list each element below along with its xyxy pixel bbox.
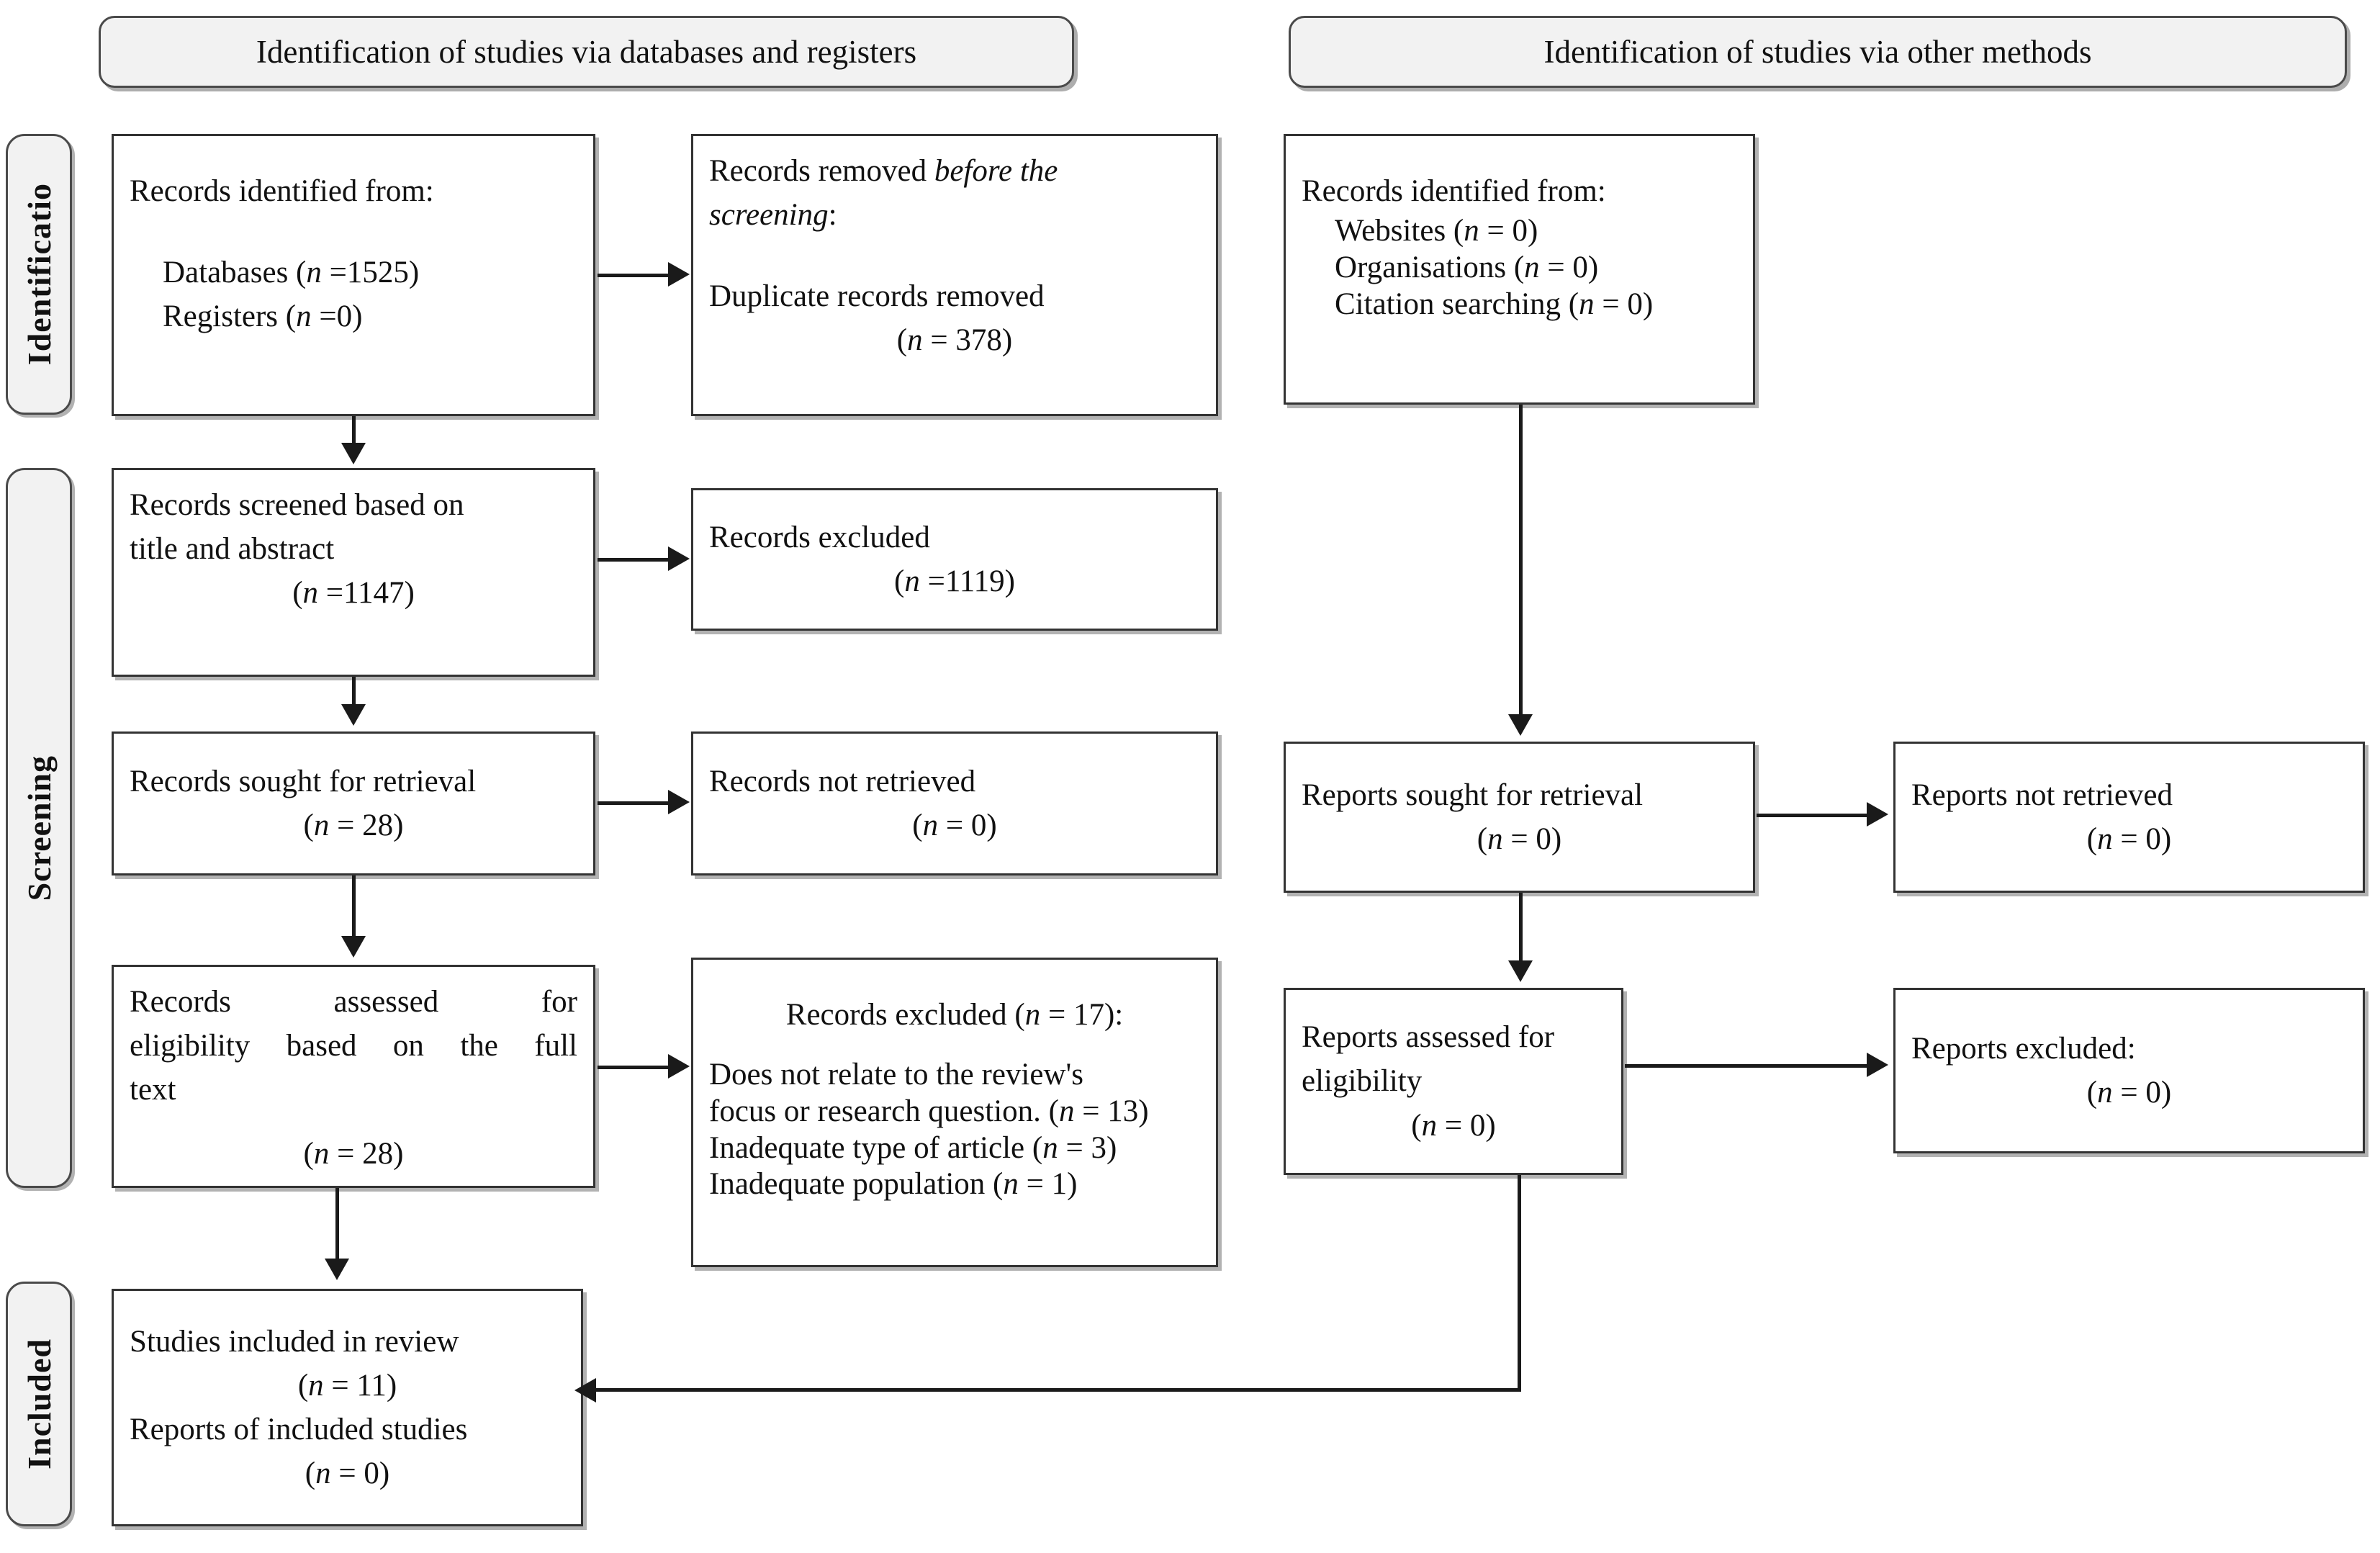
- phase-label-included: Included: [20, 1338, 58, 1469]
- duplicate-records-removed-count: (n = 378): [896, 323, 1013, 358]
- records-assessed-line3: text: [130, 1073, 176, 1107]
- records-removed-title-cont: screening:: [709, 198, 837, 233]
- reports-excluded-count: (n = 0): [2086, 1076, 2172, 1109]
- arrowhead-reports-sought-to-assessed: [1508, 960, 1533, 982]
- connector-sought-to-assessed: [352, 875, 356, 937]
- records-assessed-line2: eligibility based on the full: [130, 1029, 577, 1063]
- records-identified-registers: Registers (n =0): [163, 300, 363, 334]
- connector-identified-to-screened: [352, 416, 356, 446]
- reports-not-retrieved-label: Reports not retrieved: [1911, 778, 2173, 812]
- arrowhead-sought-to-not-retrieved: [668, 790, 690, 814]
- records-excluded-reason-3: Inadequate population (n = 1): [709, 1167, 1078, 1202]
- records-identified-databases: Databases (n =1525): [163, 256, 420, 290]
- arrowhead-identified-to-removed: [668, 262, 690, 287]
- box-records-assessed-eligibility: Records assessed for eligibility based o…: [112, 965, 595, 1188]
- studies-included-line2: Reports of included studies: [130, 1413, 468, 1446]
- arrowhead-screened-to-excluded: [668, 546, 690, 571]
- duplicate-records-removed-label: Duplicate records removed: [709, 279, 1045, 314]
- phase-pill-identification: Identificatio: [6, 134, 72, 415]
- banner-databases-label: Identification of studies via databases …: [256, 34, 917, 70]
- connector-reports-assessed-to-excluded: [1625, 1064, 1868, 1068]
- connector-reports-sought-to-assessed: [1519, 893, 1523, 962]
- records-identified-other-citation: Citation searching (n = 0): [1335, 287, 1654, 321]
- box-records-removed-before-screening: Records removed before the screening: Du…: [691, 134, 1218, 416]
- connector-other-identified-to-reports-sought: [1519, 405, 1523, 716]
- records-screened-line2: title and abstract: [130, 532, 335, 567]
- connector-sought-to-not-retrieved: [598, 801, 670, 805]
- arrowhead-elbow-to-included: [574, 1378, 596, 1403]
- records-excluded-reason-2: Inadequate type of article (n = 3): [709, 1130, 1117, 1165]
- connector-assessed-to-excluded-full: [598, 1066, 670, 1069]
- arrowhead-reports-sought-to-not-retrieved: [1867, 802, 1888, 827]
- records-not-retrieved-label: Records not retrieved: [709, 764, 976, 798]
- records-screened-line1: Records screened based on: [130, 488, 464, 522]
- records-identified-other-title: Records identified from:: [1302, 174, 1606, 208]
- reports-assessed-line2: eligibility: [1302, 1064, 1423, 1099]
- box-reports-sought-for-retrieval: Reports sought for retrieval (n = 0): [1284, 742, 1755, 893]
- records-identified-other-websites: Websites (n = 0): [1335, 214, 1538, 248]
- arrowhead-other-identified-to-reports-sought: [1508, 714, 1533, 736]
- box-reports-excluded: Reports excluded: (n = 0): [1893, 988, 2365, 1153]
- records-assessed-line1: Records assessed for: [130, 985, 577, 1019]
- reports-sought-count: (n = 0): [1477, 822, 1562, 856]
- arrowhead-sought-to-assessed: [341, 936, 366, 958]
- connector-reports-assessed-elbow-horizontal: [596, 1388, 1521, 1392]
- phase-label-identification: Identificatio: [20, 183, 58, 366]
- reports-excluded-label: Reports excluded:: [1911, 1031, 2136, 1066]
- connector-reports-assessed-elbow-vertical: [1518, 1175, 1521, 1391]
- records-removed-title: Records removed before the: [709, 154, 1058, 188]
- records-excluded-reason-1: focus or research question. (n = 13): [709, 1094, 1149, 1128]
- records-identified-title: Records identified from:: [130, 174, 434, 208]
- studies-included-count1: (n = 11): [297, 1368, 397, 1403]
- arrowhead-screened-to-sought: [341, 704, 366, 726]
- box-reports-not-retrieved: Reports not retrieved (n = 0): [1893, 742, 2365, 893]
- arrowhead-identified-to-screened: [341, 443, 366, 464]
- reports-assessed-line1: Reports assessed for: [1302, 1020, 1555, 1055]
- records-excluded-screening-label: Records excluded: [709, 520, 930, 554]
- banner-databases-registers: Identification of studies via databases …: [99, 16, 1074, 88]
- box-records-excluded-full-text: Records excluded (n = 17): Does not rela…: [691, 958, 1218, 1267]
- box-records-not-retrieved: Records not retrieved (n = 0): [691, 732, 1218, 875]
- arrowhead-reports-assessed-to-excluded: [1867, 1053, 1888, 1077]
- records-sought-count: (n = 28): [303, 809, 404, 842]
- box-records-identified-from: Records identified from: Databases (n =1…: [112, 134, 595, 416]
- studies-included-count2: (n = 0): [305, 1457, 390, 1491]
- box-records-sought-for-retrieval: Records sought for retrieval (n = 28): [112, 732, 595, 875]
- box-records-identified-other-methods: Records identified from: Websites (n = 0…: [1284, 134, 1755, 405]
- records-identified-other-organisations: Organisations (n = 0): [1335, 250, 1599, 284]
- phase-pill-screening: Screening: [6, 468, 72, 1188]
- phase-label-screening: Screening: [20, 755, 58, 901]
- records-excluded-full-heading: Records excluded (n = 17):: [785, 998, 1124, 1032]
- box-studies-included-in-review: Studies included in review (n = 11) Repo…: [112, 1289, 583, 1526]
- reports-assessed-count: (n = 0): [1411, 1108, 1496, 1143]
- banner-other-label: Identification of studies via other meth…: [1543, 34, 2092, 70]
- connector-reports-sought-to-not-retrieved: [1757, 814, 1868, 817]
- records-excluded-reason-0: Does not relate to the review's: [709, 1058, 1083, 1092]
- records-excluded-screening-count: (n =1119): [894, 564, 1015, 598]
- box-reports-assessed-eligibility: Reports assessed for eligibility (n = 0): [1284, 988, 1623, 1175]
- arrowhead-assessed-to-included: [325, 1259, 349, 1280]
- connector-assessed-to-included: [335, 1188, 339, 1260]
- box-records-excluded-screening: Records excluded (n =1119): [691, 488, 1218, 631]
- records-assessed-count: (n = 28): [303, 1137, 404, 1171]
- records-not-retrieved-count: (n = 0): [912, 809, 997, 842]
- banner-other-methods: Identification of studies via other meth…: [1289, 16, 2347, 88]
- connector-identified-to-removed: [598, 274, 670, 277]
- connector-screened-to-excluded: [598, 558, 670, 562]
- reports-sought-label: Reports sought for retrieval: [1302, 778, 1644, 812]
- records-sought-label: Records sought for retrieval: [130, 764, 477, 798]
- studies-included-line1: Studies included in review: [130, 1324, 459, 1359]
- arrowhead-assessed-to-excluded-full: [668, 1054, 690, 1079]
- phase-pill-included: Included: [6, 1282, 72, 1526]
- records-screened-count: (n =1147): [292, 576, 415, 611]
- box-records-screened: Records screened based on title and abst…: [112, 468, 595, 677]
- reports-not-retrieved-count: (n = 0): [2086, 822, 2172, 856]
- connector-screened-to-sought: [352, 677, 356, 706]
